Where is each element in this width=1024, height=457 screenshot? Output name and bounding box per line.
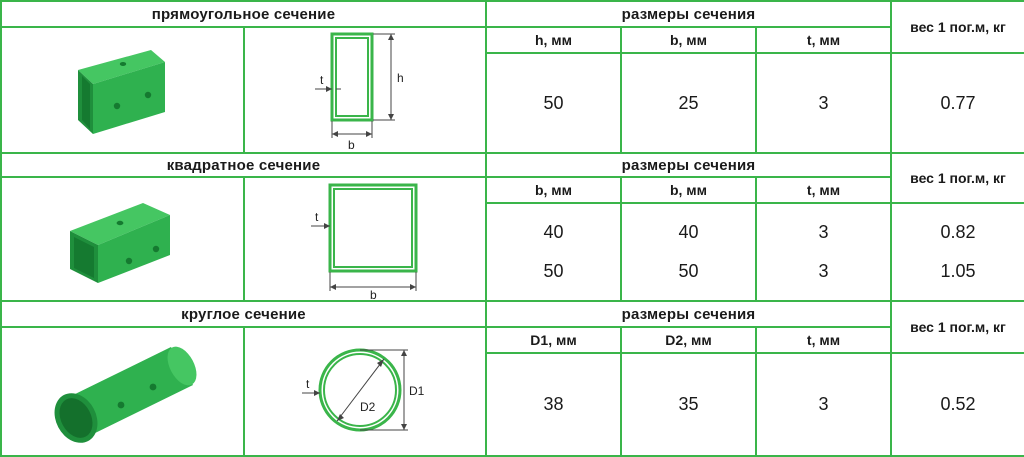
round-section-drawing: t D2 D1 xyxy=(302,348,425,431)
weight-value-cell: 0.82 1.05 xyxy=(890,202,1024,302)
column-header: t, мм xyxy=(755,176,892,204)
rect-tube-image-cell xyxy=(0,26,245,154)
section-round-columns-row: t D2 D1 D1, мм D2, мм t, мм xyxy=(0,326,1024,457)
drawing-label-b: b xyxy=(348,138,355,152)
weight-value: 0.52 xyxy=(890,352,1024,457)
square-tube-icon xyxy=(69,203,170,283)
sizes-header: размеры сечения xyxy=(485,0,892,28)
round-section-drawing-cell: t D2 D1 xyxy=(243,326,487,457)
column-header: h, мм xyxy=(485,25,622,55)
weight-value: 0.77 xyxy=(890,52,1024,154)
section-title: квадратное сечение xyxy=(0,152,487,178)
column-header: t, мм xyxy=(755,25,892,55)
drawing-label-d1: D1 xyxy=(409,384,425,398)
value-cell: 40 50 xyxy=(485,202,622,302)
value-cell: 25 xyxy=(620,52,757,154)
drawing-label-d2: D2 xyxy=(360,400,376,414)
square-section-drawing-cell: t b xyxy=(243,176,487,302)
value-cell: 35 xyxy=(620,352,757,457)
weight-header: вес 1 пог.м, кг xyxy=(890,300,1024,354)
round-tube-icon xyxy=(54,346,196,443)
rect-section-drawing-cell: t h b xyxy=(243,26,487,154)
weight-header: вес 1 пог.м, кг xyxy=(890,0,1024,55)
weight-header: вес 1 пог.м, кг xyxy=(890,152,1024,204)
rect-section-drawing: t h b xyxy=(315,32,404,152)
value-cell: 50 xyxy=(485,52,622,154)
value: 3 xyxy=(818,222,829,242)
section-round-values-row: 38 35 3 0.52 xyxy=(1,352,1024,457)
column-header: b, мм xyxy=(620,25,757,55)
drawing-label-b: b xyxy=(370,288,377,299)
section-title: прямоугольное сечение xyxy=(0,0,487,28)
column-header: b, мм xyxy=(485,176,622,204)
value: 3 xyxy=(818,261,829,281)
column-header: b, мм xyxy=(620,176,757,204)
section-title: круглое сечение xyxy=(0,300,487,328)
value-cell: 40 50 xyxy=(620,202,757,302)
section-rect-header-row: прямоугольное сечение размеры сечения ве… xyxy=(0,0,1024,55)
section-rect-columns-row: t h b h, мм b, мм t, мм xyxy=(0,25,1024,154)
column-header: D1, мм xyxy=(485,326,622,354)
column-header: t, мм xyxy=(755,326,892,354)
value: 40 xyxy=(678,222,699,242)
section-round-header-row: круглое сечение размеры сечения вес 1 по… xyxy=(0,300,1024,354)
drawing-label-h: h xyxy=(397,71,404,85)
weight-value: 0.82 xyxy=(940,222,976,242)
column-header: D2, мм xyxy=(620,326,757,354)
section-square-header-row: квадратное сечение размеры сечения вес 1… xyxy=(0,152,1024,204)
value: 40 xyxy=(543,222,564,242)
round-tube-image-cell xyxy=(0,326,245,457)
sizes-header: размеры сечения xyxy=(485,300,892,328)
value-cell: 38 xyxy=(485,352,622,457)
drawing-label-t: t xyxy=(315,210,319,224)
drawing-label-t: t xyxy=(320,73,324,87)
square-tube-image-cell xyxy=(0,176,245,302)
value-cell: 3 xyxy=(755,52,892,154)
weight-value: 1.05 xyxy=(940,261,976,281)
section-rect-values-row: 50 25 3 0.77 xyxy=(1,52,1024,154)
value-cell: 3 xyxy=(755,352,892,457)
value: 50 xyxy=(543,261,564,281)
square-section-drawing: t b xyxy=(311,183,418,299)
rect-tube-icon xyxy=(77,50,165,134)
drawing-label-t: t xyxy=(306,377,310,391)
section-square-columns-row: t b b, мм b, мм t, мм xyxy=(0,176,1024,302)
sizes-header: размеры сечения xyxy=(485,152,892,178)
value: 50 xyxy=(678,261,699,281)
